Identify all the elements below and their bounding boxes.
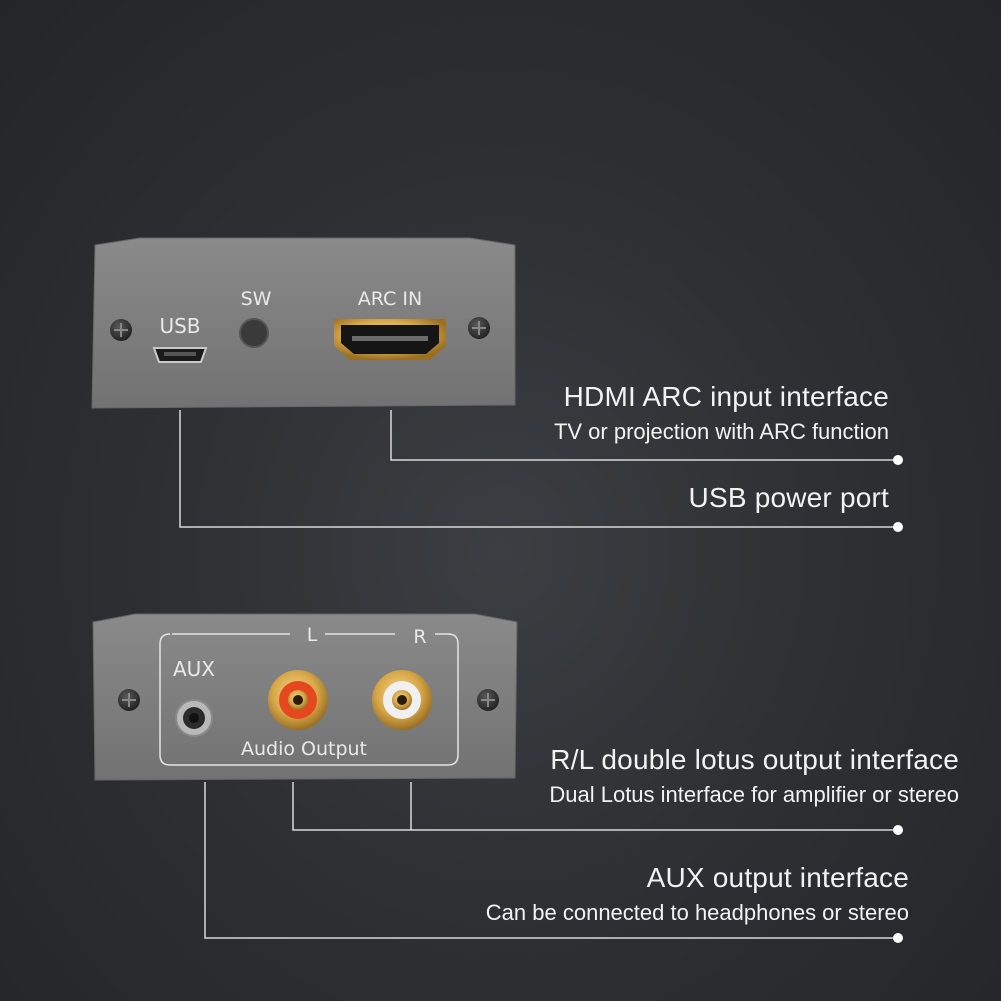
screw-icon bbox=[118, 689, 140, 711]
rca-right-jack-icon bbox=[372, 670, 432, 730]
usb-leader-line bbox=[179, 410, 898, 528]
hdmi-port-label: ARC IN bbox=[358, 288, 422, 310]
device-bottom: AUX L R Audio Output bbox=[92, 613, 518, 781]
rl-leader-dot bbox=[893, 825, 903, 835]
micro-usb-port-icon bbox=[152, 347, 208, 363]
left-channel-label: L bbox=[307, 624, 318, 646]
audio-output-label: Audio Output bbox=[241, 738, 367, 760]
rl-callout: R/L double lotus output interface Dual L… bbox=[549, 744, 959, 808]
hdmi-leader-line bbox=[390, 410, 898, 461]
aux-callout: AUX output interface Can be connected to… bbox=[486, 862, 909, 926]
hdmi-leader-dot bbox=[893, 455, 903, 465]
aux-leader-line bbox=[204, 782, 898, 939]
audio-output-frame bbox=[159, 633, 459, 766]
rl-leader-line bbox=[292, 782, 898, 831]
switch-button-label: SW bbox=[241, 288, 272, 310]
hdmi-callout-title: HDMI ARC input interface bbox=[563, 381, 889, 412]
aux-port-label: AUX bbox=[173, 657, 215, 681]
rl-callout-title: R/L double lotus output interface bbox=[550, 744, 959, 775]
rca-left-jack-icon bbox=[268, 670, 328, 730]
device-top-panel bbox=[91, 237, 516, 409]
aux-callout-subtitle: Can be connected to headphones or stereo bbox=[485, 900, 909, 925]
usb-callout: USB power port bbox=[689, 482, 889, 514]
screw-icon bbox=[110, 319, 132, 341]
usb-callout-title: USB power port bbox=[688, 482, 889, 513]
hdmi-callout-subtitle: TV or projection with ARC function bbox=[553, 419, 889, 444]
screw-icon bbox=[477, 689, 499, 711]
switch-button bbox=[239, 318, 269, 348]
hdmi-callout: HDMI ARC input interface TV or projectio… bbox=[554, 381, 889, 445]
aux-leader-dot bbox=[893, 933, 903, 943]
screw-icon bbox=[468, 317, 490, 339]
right-channel-label: R bbox=[413, 626, 426, 648]
rl-callout-subtitle: Dual Lotus interface for amplifier or st… bbox=[549, 782, 959, 807]
aux-callout-title: AUX output interface bbox=[646, 862, 909, 893]
usb-port-label: USB bbox=[159, 314, 200, 338]
device-top: USB SW ARC IN bbox=[91, 237, 516, 409]
hdmi-port-icon bbox=[334, 319, 446, 360]
usb-leader-dot bbox=[893, 522, 903, 532]
aux-jack-icon bbox=[175, 699, 213, 737]
